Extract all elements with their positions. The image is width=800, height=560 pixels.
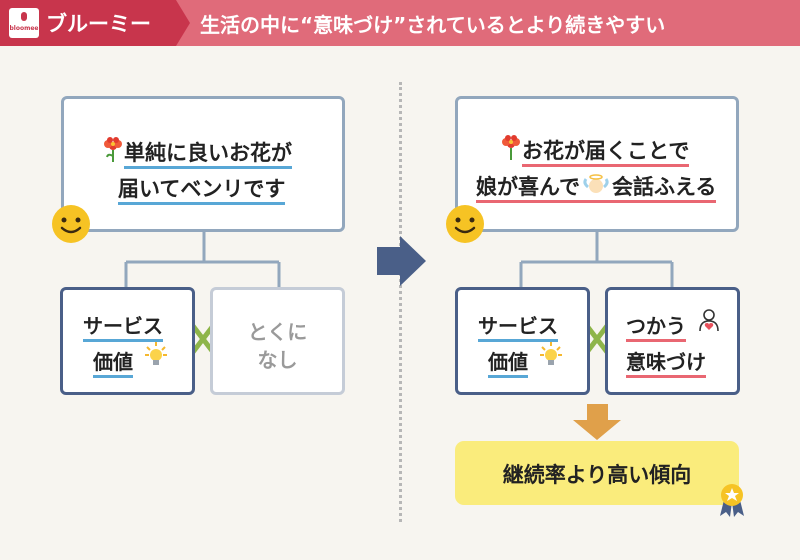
arrow-down-icon	[573, 404, 621, 440]
brand-name: ブルーミー	[46, 12, 151, 36]
flower-icon	[104, 137, 122, 162]
flower-icon	[502, 135, 520, 160]
left-service-box: サービス 価値	[60, 287, 195, 395]
left-top-box: 単純に良いお花が 届いてベンリです	[61, 96, 345, 232]
meaning-line2: 意味づけ	[626, 350, 706, 378]
meaning-line1: つかう	[626, 314, 686, 342]
header: bloomee ブルーミー 生活の中に“意味づけ”されているとより続きやすい	[0, 0, 800, 46]
right-top-line2a: 娘が喜んで	[476, 175, 580, 199]
right-service-box: サービス 価値	[455, 287, 590, 395]
header-background	[0, 0, 800, 46]
result-box: 継続率より高い傾向	[455, 441, 739, 505]
none-line1: とくに	[247, 320, 308, 344]
logo-mark	[21, 12, 27, 21]
medal-icon	[720, 484, 744, 517]
page-title: 生活の中に“意味づけ”されているとより続きやすい	[200, 13, 666, 37]
left-top-line1: 単純に良いお花が	[124, 141, 292, 169]
lightbulb-icon	[145, 342, 167, 365]
right-service-label: サービス	[478, 314, 558, 342]
none-line2: なし	[257, 348, 298, 372]
left-none-box: とくに なし	[210, 287, 345, 395]
person-heart-icon	[699, 309, 719, 332]
right-meaning-box: つかう 意味づけ	[605, 287, 740, 395]
brand-logo: bloomee	[9, 8, 39, 38]
right-tree-connector	[519, 230, 674, 288]
right-value-label: 価値	[488, 350, 528, 378]
left-top-line2: 届いてベンリです	[118, 177, 286, 205]
result-text: 継続率より高い傾向	[502, 463, 692, 487]
angel-icon	[583, 174, 609, 193]
lightbulb-icon	[540, 342, 562, 365]
left-value-label: 価値	[93, 350, 133, 378]
right-top-line1: お花が届くことで	[522, 139, 690, 167]
left-tree-connector	[124, 230, 281, 288]
right-top-box: お花が届くことで 娘が喜んで 会話ふえる	[455, 96, 739, 232]
right-top-line2b: 会話ふえる	[611, 175, 717, 199]
left-service-label: サービス	[83, 314, 163, 342]
arrow-right-icon	[377, 236, 426, 286]
smiley-icon	[446, 205, 484, 243]
center-divider	[399, 82, 402, 522]
smiley-icon	[52, 205, 90, 243]
logo-text: bloomee	[9, 25, 39, 32]
